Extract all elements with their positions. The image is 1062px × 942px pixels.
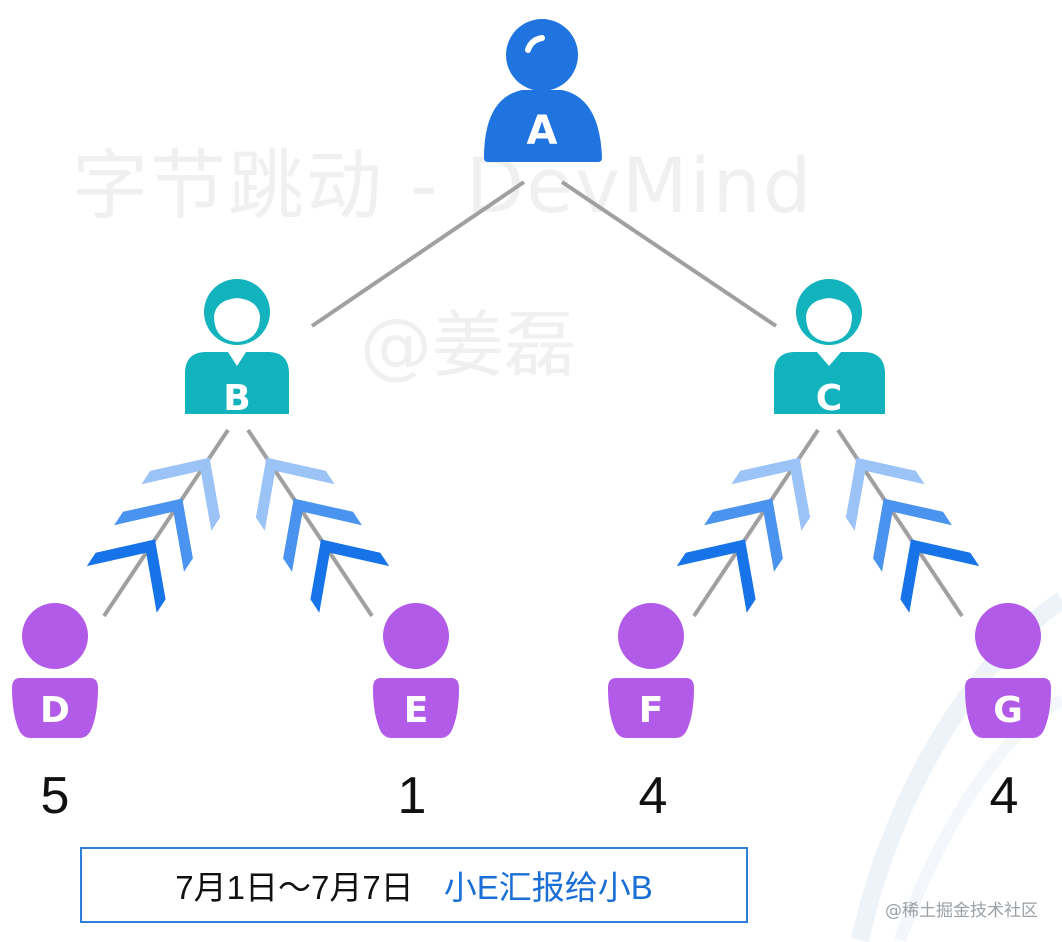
chevron-arrow-f-to-c-2 [704, 498, 783, 572]
node-b: B [185, 279, 289, 419]
watermark-line-1: 字节跳动 - DevMind [72, 141, 814, 230]
caption-event: 小E汇报给小B [443, 869, 653, 906]
edge-a-c [560, 180, 778, 328]
chevron-arrow-e-to-b-1 [255, 457, 335, 531]
chevron-arrow-f-to-c-3 [676, 539, 756, 613]
node-c: C [774, 279, 885, 419]
chevron-arrow-g-to-c-1 [845, 457, 925, 531]
node-f: F [608, 603, 694, 738]
chevron-arrow-g-to-c-3 [900, 539, 980, 613]
node-a-label: A [527, 108, 558, 154]
node-a: A [484, 19, 602, 162]
score-d: 5 [40, 767, 70, 825]
chevron-arrow-f-to-c-1 [731, 457, 811, 531]
score-g: 4 [989, 767, 1019, 825]
score-e: 1 [397, 767, 427, 825]
node-c-label: C [816, 378, 842, 419]
node-b-label: B [223, 378, 250, 419]
node-f-label: F [639, 690, 664, 731]
node-d-label: D [40, 690, 70, 731]
edge-a-b [310, 180, 526, 328]
chevron-arrow-d-to-b-2 [114, 498, 193, 572]
caption-box: 7月1日～7月7日 小E汇报给小B [80, 847, 748, 923]
chevron-arrow-e-to-b-2 [283, 498, 362, 572]
node-g: G [965, 603, 1051, 738]
chevron-arrow-d-to-b-1 [141, 457, 221, 531]
caption-period: 7月1日～7月7日 [175, 869, 414, 906]
source-credit: @稀土掘金技术社区 [885, 901, 1038, 921]
chevron-arrow-d-to-b-3 [86, 539, 166, 613]
report-arrows [86, 457, 980, 613]
node-g-label: G [993, 690, 1023, 731]
watermark-line-2: @姜磊 [360, 303, 577, 387]
score-f: 4 [638, 767, 668, 825]
node-e: E [373, 603, 459, 738]
chevron-arrow-e-to-b-3 [310, 539, 390, 613]
chevron-arrow-g-to-c-2 [873, 498, 952, 572]
node-d: D [12, 603, 98, 738]
node-e-label: E [404, 690, 429, 731]
